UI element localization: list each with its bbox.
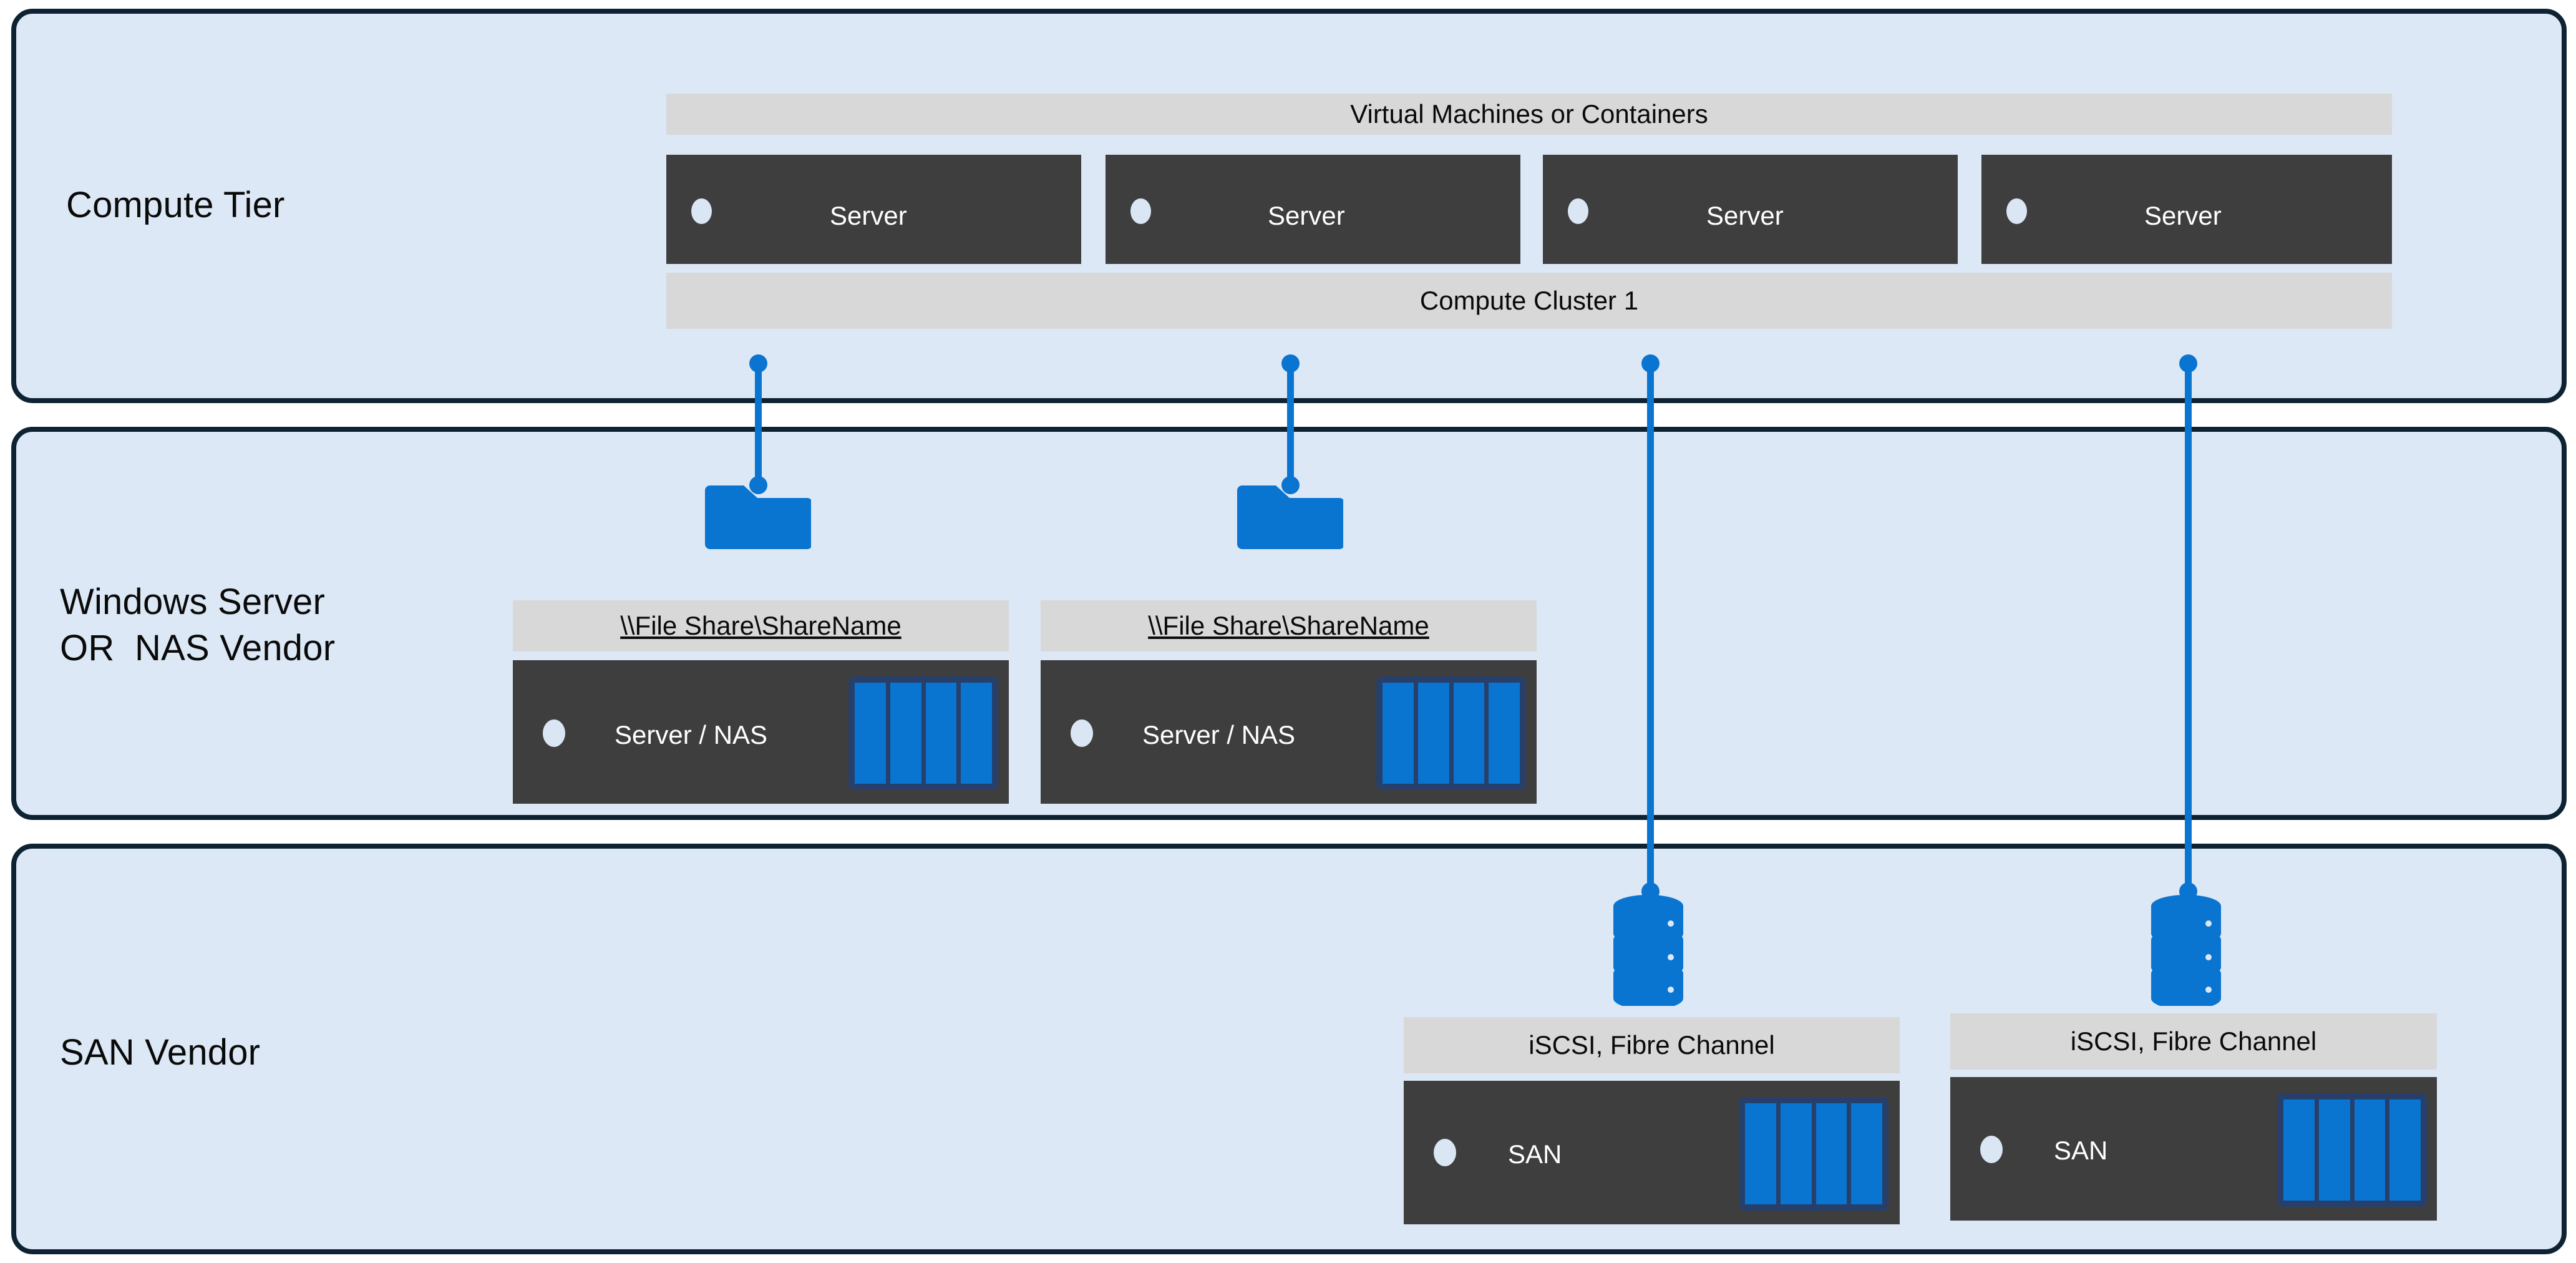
compute-server-4[interactable] xyxy=(1981,155,2392,264)
file-share-device-2-label: Server / NAS xyxy=(1142,720,1296,749)
connector-endpoint-dot xyxy=(1641,354,1660,373)
connector-endpoint-dot xyxy=(749,354,767,373)
tier-compute-label: Compute Tier xyxy=(66,185,285,225)
compute-server-2-label: Server xyxy=(1268,201,1345,230)
folder-icon xyxy=(1237,485,1343,549)
disk-bar xyxy=(890,683,921,784)
compute-server-2-led xyxy=(1130,198,1151,224)
connector-server4-to-san2 xyxy=(2185,361,2192,899)
compute-server-1-led xyxy=(691,198,712,224)
disk-bar xyxy=(2283,1100,2315,1201)
san-strip-1: iSCSI, Fibre Channel xyxy=(1404,1017,1900,1073)
disk-bar xyxy=(2318,1100,2350,1201)
virtual-machines-strip-label: Virtual Machines or Containers xyxy=(1350,99,1708,129)
virtual-machines-strip: Virtual Machines or Containers xyxy=(666,94,2392,135)
disk-bar xyxy=(1417,683,1449,784)
disk-bar xyxy=(1851,1103,1882,1204)
connector-endpoint-dot xyxy=(1281,354,1300,373)
san-device-2-label: SAN xyxy=(2054,1136,2108,1165)
connector-endpoint-dot xyxy=(1281,476,1300,494)
disk-bar xyxy=(925,683,957,784)
disk-bar xyxy=(855,683,886,784)
compute-cluster-strip: Compute Cluster 1 xyxy=(666,273,2392,329)
file-share-strip-2-label[interactable]: \\File Share\ShareName xyxy=(1148,611,1429,640)
folder-icon xyxy=(705,485,811,549)
disk-bar xyxy=(1745,1103,1776,1204)
san-disk-bay-2 xyxy=(2277,1093,2427,1207)
disk-bar xyxy=(1780,1103,1812,1204)
compute-cluster-strip-label: Compute Cluster 1 xyxy=(1419,286,1639,315)
file-share-device-2-led xyxy=(1071,719,1093,747)
connector-server1-to-fileshare1 xyxy=(755,361,762,493)
disk-bar xyxy=(1815,1103,1847,1204)
file-share-device-1-led xyxy=(543,719,565,747)
san-strip-1-label: iSCSI, Fibre Channel xyxy=(1529,1030,1775,1060)
connector-server3-to-san1 xyxy=(1647,361,1654,899)
file-share-disk-bay-2 xyxy=(1376,676,1526,790)
compute-server-1[interactable] xyxy=(666,155,1081,264)
compute-server-2[interactable] xyxy=(1106,155,1520,264)
disk-bar xyxy=(1383,683,1414,784)
file-share-device-1-label: Server / NAS xyxy=(615,720,768,749)
compute-server-3[interactable] xyxy=(1543,155,1958,264)
disk-bar xyxy=(2389,1100,2421,1201)
connector-endpoint-dot xyxy=(2179,882,2197,900)
tier-san-label: SAN Vendor xyxy=(60,1032,261,1073)
san-strip-2: iSCSI, Fibre Channel xyxy=(1950,1013,2437,1070)
connector-endpoint-dot xyxy=(1641,882,1660,900)
connector-endpoint-dot xyxy=(749,476,767,494)
compute-server-4-label: Server xyxy=(2144,201,2222,230)
san-device-1-led xyxy=(1434,1139,1456,1166)
disk-bar xyxy=(961,683,992,784)
file-share-strip-2: \\File Share\ShareName xyxy=(1041,600,1537,651)
connector-endpoint-dot xyxy=(2179,354,2197,373)
database-icon xyxy=(2151,895,2221,1006)
tier-fileshare-label: Windows Server OR NAS Vendor xyxy=(60,582,336,669)
compute-server-1-label: Server xyxy=(830,201,907,230)
compute-server-4-led xyxy=(2006,198,2027,224)
file-share-strip-1: \\File Share\ShareName xyxy=(513,600,1009,651)
disk-bar xyxy=(1489,683,1520,784)
file-share-strip-1-label[interactable]: \\File Share\ShareName xyxy=(620,611,902,640)
compute-server-3-led xyxy=(1568,198,1588,224)
san-strip-2-label: iSCSI, Fibre Channel xyxy=(2070,1026,2317,1056)
san-disk-bay-1 xyxy=(1739,1097,1888,1211)
disk-bar xyxy=(1453,683,1485,784)
compute-server-3-label: Server xyxy=(1706,201,1784,230)
san-device-1-label: SAN xyxy=(1508,1139,1562,1169)
database-icon xyxy=(1613,895,1683,1006)
connector-server2-to-fileshare2 xyxy=(1287,361,1294,493)
disk-bar xyxy=(2354,1100,2386,1201)
file-share-disk-bay-1 xyxy=(848,676,998,790)
san-device-2-led xyxy=(1980,1136,2003,1163)
